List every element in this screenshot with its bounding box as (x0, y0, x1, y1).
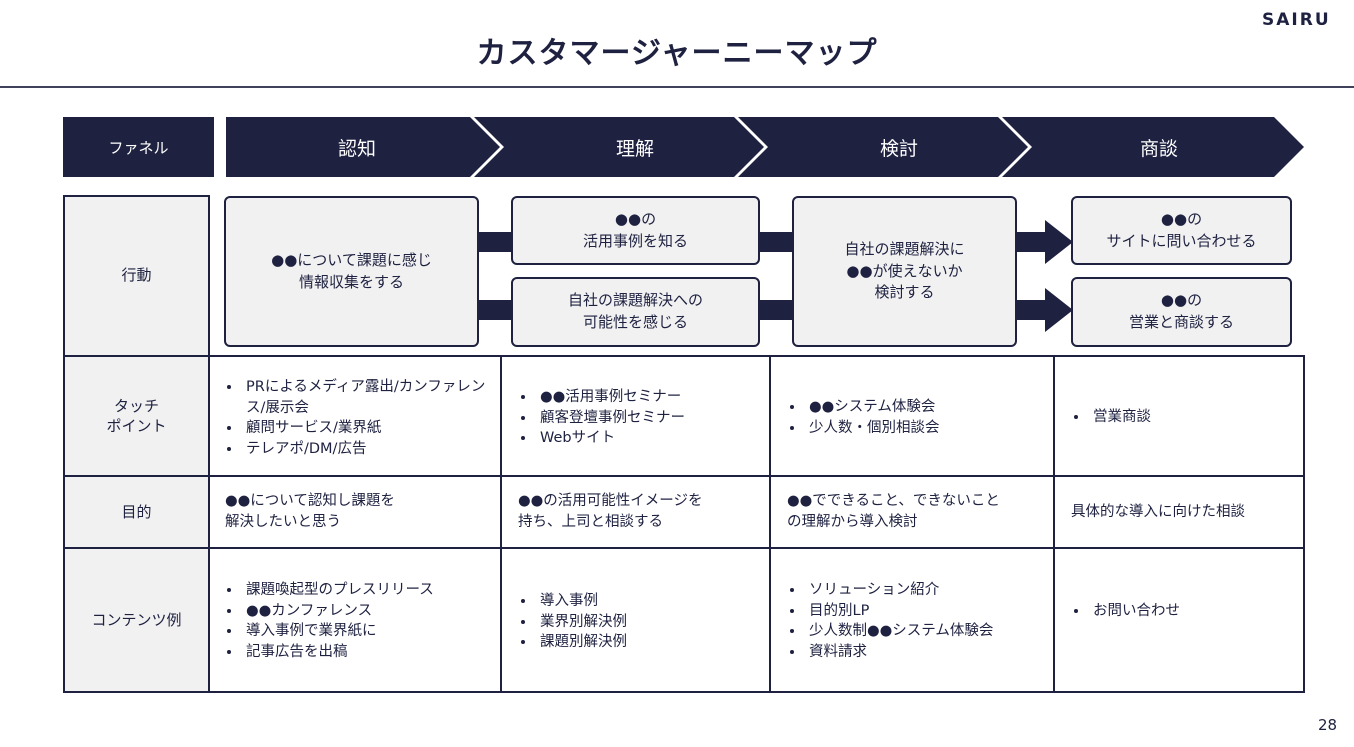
header-divider (0, 86, 1354, 88)
action-box-consider: 自社の課題解決に ●●が使えないか 検討する (792, 196, 1017, 347)
content-list-awareness: 課題喚起型のプレスリリース ●●カンファレンス 導入事例で業界紙に 記事広告を出… (224, 580, 512, 662)
list-item: お問い合わせ (1089, 601, 1309, 622)
touchpoint-list-consideration: ●●システム体験会 少人数・個別相談会 (787, 397, 1055, 438)
touchpoint-list-negotiation: 営業商談 (1071, 407, 1309, 428)
list-item: 課題別解決例 (536, 632, 776, 653)
content-list-negotiation: お問い合わせ (1071, 601, 1309, 622)
list-item: ●●カンファレンス (242, 601, 512, 622)
stage-arrow-negotiation (1002, 117, 1304, 177)
action-box-info-gathering: ●●について課題に感じ 情報収集をする (224, 196, 479, 347)
list-item: 少人数制●●システム体験会 (805, 621, 1067, 642)
funnel-stage-arrows (226, 117, 1304, 177)
funnel-label: ファネル (63, 117, 214, 177)
action-box-inquiry: ●●の サイトに問い合わせる (1071, 196, 1292, 265)
list-item: 営業商談 (1089, 407, 1309, 428)
purpose-awareness: ●●について認知し課題を 解決したいと思う (225, 493, 395, 531)
row-header-touchpoint: タッチ ポイント (63, 356, 210, 476)
touchpoint-list-awareness: PRによるメディア露出/カンファレンス/展示会 顧問サービス/業界紙 テレアポ/… (224, 377, 504, 459)
list-item: 資料請求 (805, 642, 1067, 663)
list-item: 課題喚起型のプレスリリース (242, 580, 512, 601)
list-item: 導入事例で業界紙に (242, 621, 512, 642)
connector-a3-a4 (758, 300, 794, 320)
action-box-meeting: ●●の 営業と商談する (1071, 277, 1292, 347)
stage-label-awareness: 認知 (337, 137, 376, 160)
list-item: 業界別解決例 (536, 612, 776, 633)
action-box-feel-potential: 自社の課題解決への 可能性を感じる (511, 277, 760, 347)
purpose-consideration: ●●でできること、できないこと の理解から導入検討 (787, 493, 1000, 531)
stage-arrow-consideration (738, 117, 1028, 177)
arrow-to-inquiry (1015, 220, 1073, 264)
list-item: ●●活用事例セミナー (536, 387, 776, 408)
connector-a1-a2 (477, 232, 513, 252)
row-header-purpose: 目的 (63, 476, 210, 548)
list-item: 顧客登壇事例セミナー (536, 408, 776, 429)
row-header-action: 行動 (63, 195, 210, 356)
list-item: 導入事例 (536, 591, 776, 612)
stage-label-understanding: 理解 (615, 137, 654, 160)
purpose-negotiation: 具体的な導入に向けた相談 (1071, 504, 1245, 520)
stage-label-consideration: 検討 (879, 137, 918, 160)
action-box-learn-cases: ●●の 活用事例を知る (511, 196, 760, 265)
stage-label-negotiation: 商談 (1139, 137, 1178, 160)
list-item: 少人数・個別相談会 (805, 418, 1055, 439)
arrow-to-meeting (1015, 288, 1073, 332)
content-list-consideration: ソリューション紹介 目的別LP 少人数制●●システム体験会 資料請求 (787, 580, 1067, 662)
page-title: カスタマージャーニーマップ (476, 36, 878, 71)
list-item: ●●システム体験会 (805, 397, 1055, 418)
list-item: Webサイト (536, 428, 776, 449)
list-item: 顧問サービス/業界紙 (242, 418, 504, 439)
list-item: テレアポ/DM/広告 (242, 439, 504, 460)
content-list-understanding: 導入事例 業界別解決例 課題別解決例 (518, 591, 776, 653)
purpose-understanding: ●●の活用可能性イメージを 持ち、上司と相談する (518, 493, 703, 531)
connector-a1-a3 (477, 300, 513, 320)
connector-a2-a4 (758, 232, 794, 252)
list-item: 記事広告を出稿 (242, 642, 512, 663)
row-header-content: コンテンツ例 (63, 548, 210, 693)
stage-arrow-understanding (474, 117, 764, 177)
brand-logo: SAIRU (1262, 10, 1331, 30)
list-item: PRによるメディア露出/カンファレンス/展示会 (242, 377, 504, 418)
touchpoint-list-understanding: ●●活用事例セミナー 顧客登壇事例セミナー Webサイト (518, 387, 776, 449)
list-item: ソリューション紹介 (805, 580, 1067, 601)
list-item: 目的別LP (805, 601, 1067, 622)
page-number: 28 (1318, 716, 1338, 734)
stage-arrow-awareness (226, 117, 500, 177)
